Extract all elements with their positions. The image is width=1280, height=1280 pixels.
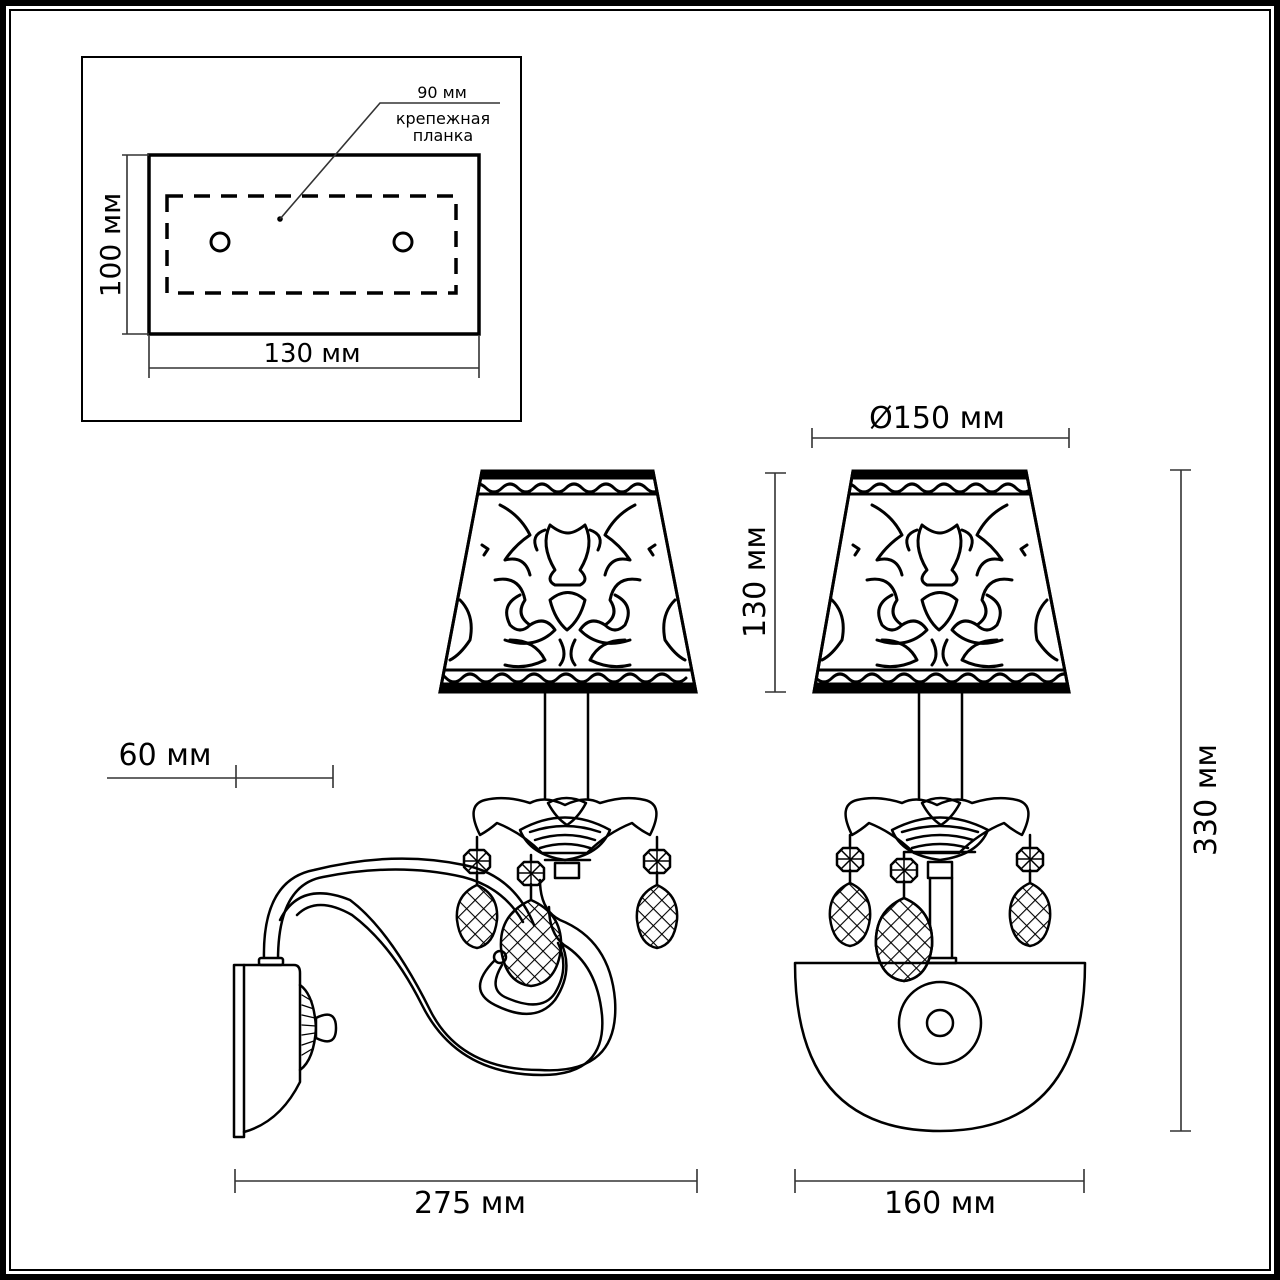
mounting-rosette-icon	[897, 980, 983, 1066]
side-scroll-arm	[257, 857, 617, 1077]
inset-frame	[81, 56, 522, 422]
leader-line	[279, 102, 500, 220]
mounting-plate-outline	[147, 153, 481, 336]
screw-hole-left-icon	[209, 231, 231, 253]
shade-height-dimension	[765, 472, 786, 693]
projection-dimension	[107, 765, 334, 788]
mounting-screw-icon	[925, 1008, 955, 1038]
front-view: Ø150 мм 130 мм 330 мм	[738, 401, 1224, 1221]
shade-diameter-dimension	[811, 428, 1070, 448]
plate-width-dimension	[148, 336, 480, 378]
front-center-crystal	[874, 896, 934, 983]
projection-label: 60 мм	[119, 738, 212, 773]
shade-diameter-label: Ø150 мм	[869, 401, 1005, 436]
front-wall-base	[793, 961, 1087, 1133]
side-candle-stem	[543, 691, 590, 802]
front-candle-stem	[917, 691, 964, 802]
side-lamp-shade	[438, 469, 698, 694]
base-width-dimension	[794, 1169, 1085, 1193]
plate-width-label: 130 мм	[263, 339, 360, 369]
screw-hole-right-icon	[392, 231, 414, 253]
base-width-label: 160 мм	[884, 1186, 996, 1221]
front-crystal-pendants	[828, 833, 1052, 983]
total-height-label: 330 мм	[1189, 744, 1224, 856]
plate-height-dimension	[122, 154, 149, 335]
total-height-dimension	[1170, 469, 1191, 1132]
side-crystal-pendants	[455, 835, 679, 988]
shade-height-label: 130 мм	[738, 526, 773, 638]
plate-height-label: 100 мм	[94, 193, 127, 298]
mounting-plate-inset: 100 мм 130 мм 90 мм крепежная планка	[81, 56, 522, 422]
front-bobeche	[844, 796, 1030, 965]
bracket-caption-line1: крепежная	[396, 109, 490, 128]
side-view: 60 мм	[107, 469, 698, 1221]
bracket-width-label: 90 мм	[417, 83, 467, 102]
bracket-caption-line2: планка	[413, 126, 473, 145]
front-lamp-shade	[812, 469, 1071, 694]
side-wall-base	[232, 963, 338, 1139]
mounting-bracket-dashed-outline	[165, 194, 458, 295]
side-width-label: 275 мм	[414, 1186, 526, 1221]
side-width-dimension	[234, 1169, 698, 1193]
side-bobeche	[472, 796, 658, 880]
